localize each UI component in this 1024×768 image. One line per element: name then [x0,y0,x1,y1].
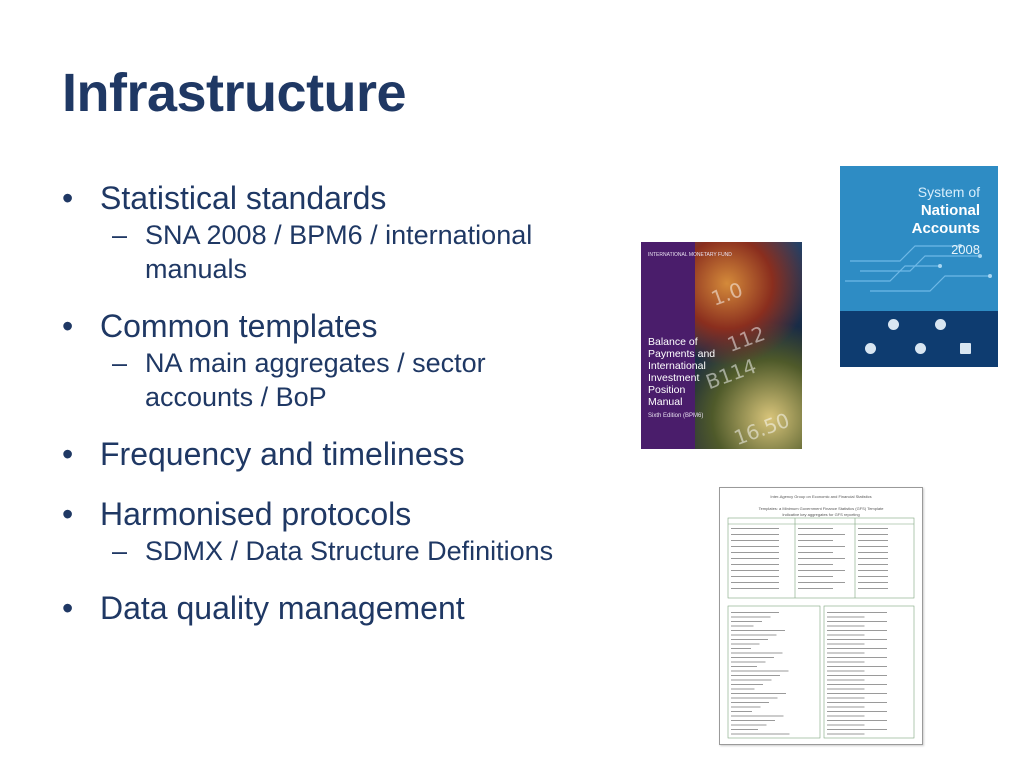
oecd-logo-icon [865,343,876,354]
un-logo-icon [915,343,926,354]
dash-marker: – [112,220,128,250]
worldbank-logo-icon [960,343,971,354]
doc-header: Inter-Agency Group on Economic and Finan… [770,494,872,499]
bpm6-cover-image: 1.0 112 B114 16.50 INTERNATIONAL MONETAR… [641,242,802,449]
doc-tables [727,517,915,739]
sna-title-bold: National Accounts [911,202,980,237]
cover-edition: Sixth Edition (BPM6) [648,413,704,419]
dash-marker: – [112,536,128,566]
sub-bullet-line: NA main aggregates / sector [145,348,486,378]
imf-logo-icon [935,319,946,330]
sub-bullet-line: SNA 2008 / BPM6 / international [145,220,533,250]
circuit-lines [845,244,992,292]
sna-title-line1: System of [917,184,980,200]
sna2008-cover-image: System of National Accounts 2008 [840,166,998,367]
cover-publisher: INTERNATIONAL MONETARY FUND [648,252,732,258]
bullet-list: Statistical standards – SNA 2008 / BPM6 … [62,178,642,628]
sub-bullet-line: accounts / BoP [145,382,327,412]
bullet-frequency-timeliness: Frequency and timeliness [62,434,642,474]
sub-bullet-line: SDMX / Data Structure Definitions [145,536,554,566]
sna-logo-band [840,311,998,367]
dash-marker: – [112,348,128,378]
sub-bullet-manuals: – SNA 2008 / BPM6 / international manual… [62,218,642,286]
sna-year: 2008 [951,242,980,257]
sub-bullet-sdmx: – SDMX / Data Structure Definitions [62,534,642,568]
eu-logo-icon [888,319,899,330]
cover-title: Balance of Payments and International In… [648,336,716,408]
sub-bullet-line: manuals [145,254,248,284]
bullet-statistical-standards: Statistical standards [62,178,642,218]
bullet-common-templates: Common templates [62,306,642,346]
bullet-harmonised-protocols: Harmonised protocols [62,494,642,534]
slide-title: Infrastructure [62,63,407,123]
cover-photo [695,242,802,449]
bullet-data-quality: Data quality management [62,588,642,628]
doc-subheader: Templates: a Minimum Government Finance … [758,506,884,511]
doc-subheader2: Indicative key aggregates for GFS report… [782,512,860,517]
template-document-image: Inter-Agency Group on Economic and Finan… [719,487,923,745]
sub-bullet-aggregates: – NA main aggregates / sector accounts /… [62,346,642,414]
